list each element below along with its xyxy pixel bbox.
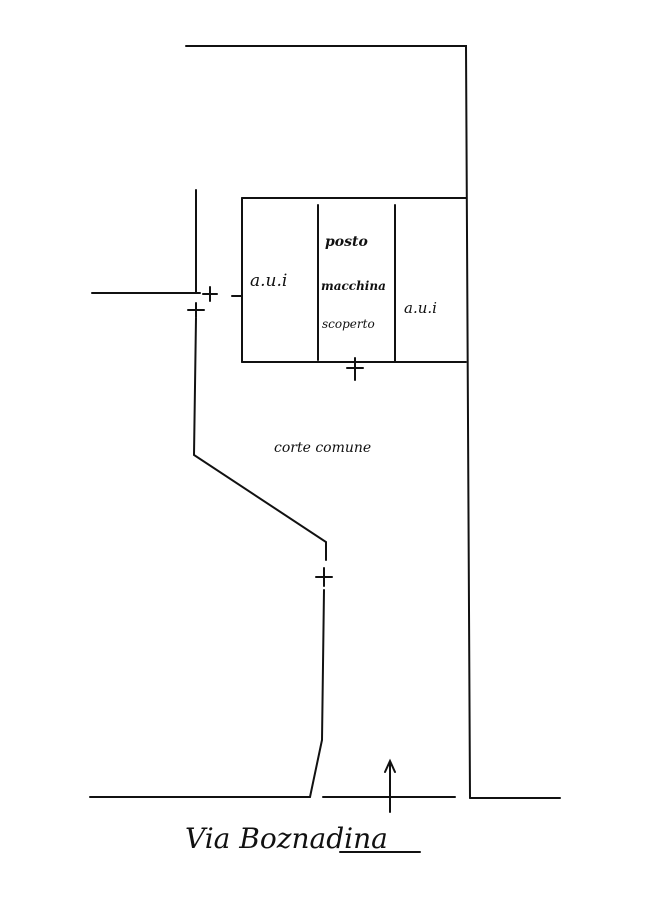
cross-marker-icon [346, 357, 364, 381]
parking-label-line1: posto [325, 234, 368, 250]
cross-marker-icon [315, 567, 333, 587]
parking-label-line3: scoperto [322, 317, 375, 331]
unit-right-label: a.u.i [404, 299, 437, 317]
unit-left-label: a.u.i [250, 271, 287, 291]
courtyard-label: corte comune [274, 440, 371, 456]
cross-marker-icon [202, 286, 218, 302]
left-boundary-bottom [309, 589, 325, 798]
left-boundary-lower [192, 317, 327, 561]
outer-boundary-top-right [185, 45, 471, 799]
street-label: Via Boznadina [185, 822, 388, 855]
parking-label-line2: macchina [321, 279, 386, 293]
arrow-up-icon [384, 758, 396, 813]
cross-marker-icon [187, 302, 205, 318]
